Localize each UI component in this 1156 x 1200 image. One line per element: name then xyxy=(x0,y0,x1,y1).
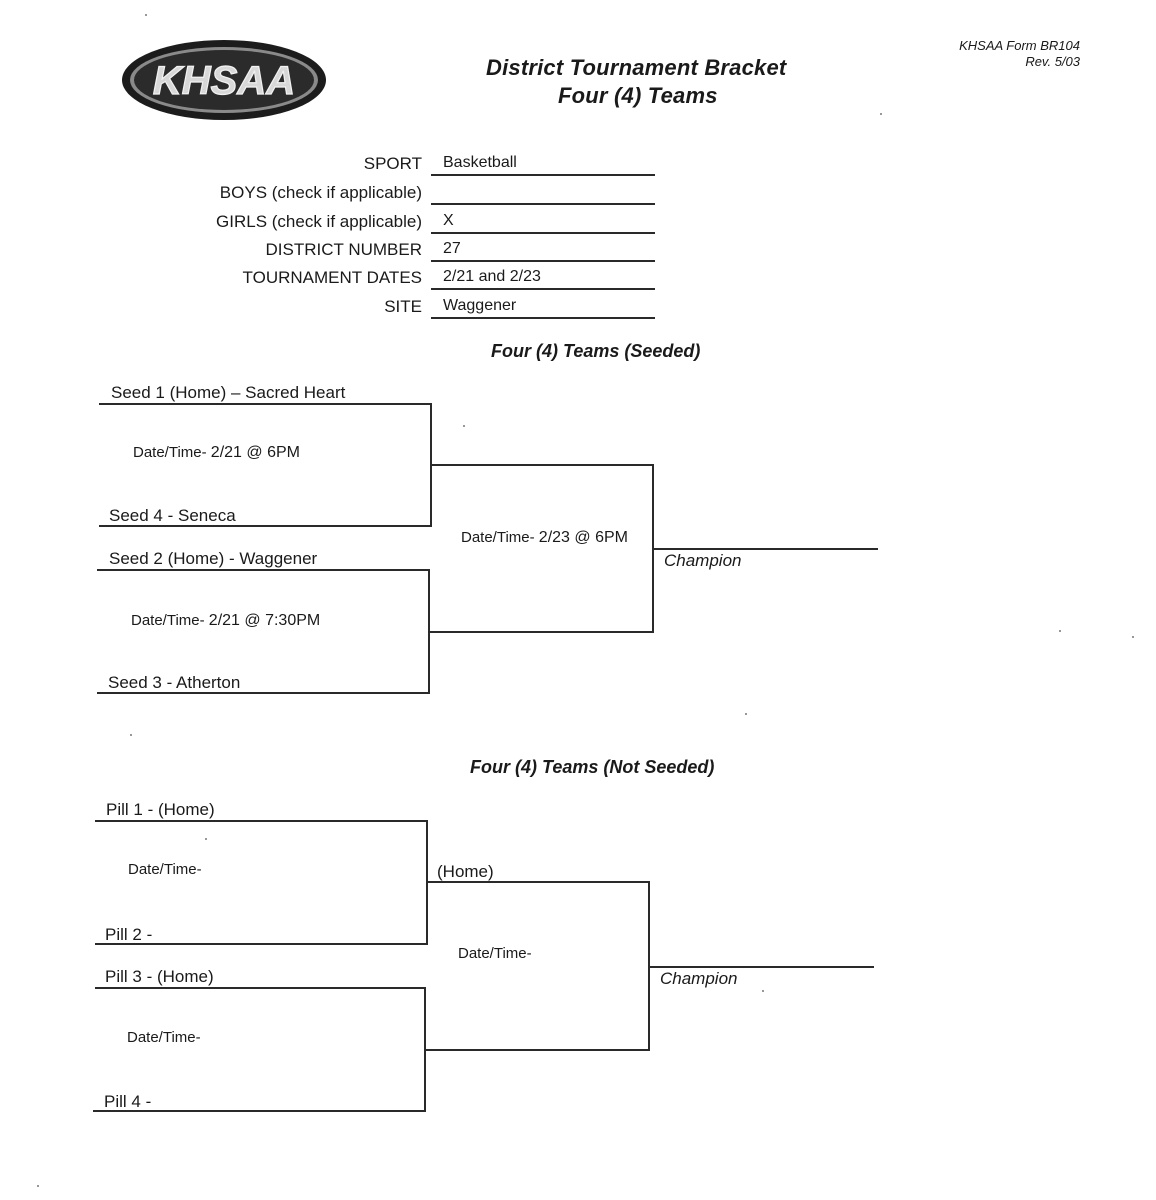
field-underline xyxy=(431,174,655,176)
datetime-label: Date/Time- xyxy=(133,444,207,461)
field-value-sport: Basketball xyxy=(443,154,517,171)
field-value-dates: 2/21 and 2/23 xyxy=(443,268,541,285)
bracket-line xyxy=(97,692,430,694)
not-seeded-champion-label: Champion xyxy=(660,969,738,988)
revision-text: Rev. 5/03 xyxy=(1025,54,1080,69)
field-label-site: SITE xyxy=(384,297,422,316)
field-label-district: DISTRICT NUMBER xyxy=(265,240,422,259)
datetime-label: Date/Time- xyxy=(131,612,205,629)
field-label-girls: GIRLS (check if applicable) xyxy=(216,212,422,231)
scan-speck xyxy=(1059,630,1061,632)
field-underline xyxy=(431,288,655,290)
bracket-line xyxy=(95,987,426,989)
page-title: District Tournament Bracket xyxy=(486,55,787,80)
seeded-team-4: Seed 4 - Seneca xyxy=(109,506,236,525)
form-number: KHSAA Form BR104 Rev. 5/03 xyxy=(880,38,1080,70)
scan-speck xyxy=(37,1185,39,1187)
field-value-district: 27 xyxy=(443,240,461,257)
pill-3-label: Pill 3 - (Home) xyxy=(105,967,214,986)
page-subtitle: Four (4) Teams xyxy=(558,83,718,108)
scan-speck xyxy=(880,113,882,115)
scan-speck xyxy=(130,734,132,736)
not-seeded-final-home: (Home) xyxy=(437,862,494,881)
field-value-site: Waggener xyxy=(443,297,517,314)
seeded-champion-label: Champion xyxy=(664,551,742,570)
bracket-line xyxy=(426,881,650,883)
seeded-team-2: Seed 2 (Home) - Waggener xyxy=(109,549,318,568)
bracket-line xyxy=(99,403,432,405)
field-label-sport: SPORT xyxy=(363,154,422,173)
seeded-heading: Four (4) Teams (Seeded) xyxy=(491,341,701,361)
bracket-line xyxy=(97,569,430,571)
field-underline xyxy=(431,203,655,205)
datetime-value: 2/21 @ 6PM xyxy=(210,444,300,461)
scan-speck xyxy=(205,838,207,840)
bracket-line xyxy=(99,525,432,527)
scan-speck xyxy=(463,425,465,427)
field-label-boys: BOYS (check if applicable) xyxy=(219,183,422,202)
pill-2-label: Pill 2 - xyxy=(105,925,153,944)
bracket-line xyxy=(429,631,654,633)
scan-speck xyxy=(745,713,747,715)
khsaa-logo: KHSAA xyxy=(120,38,332,124)
bracket-line xyxy=(424,987,426,1110)
seeded-team-3: Seed 3 - Atherton xyxy=(108,673,241,692)
bracket-line xyxy=(648,881,650,1050)
pill-1-label: Pill 1 - (Home) xyxy=(106,800,215,819)
seeded-team-1: Seed 1 (Home) – Sacred Heart xyxy=(111,383,346,402)
datetime-value: 2/23 @ 6PM xyxy=(538,529,628,546)
seeded-game2-datetime: Date/Time- 2/21 @ 7:30PM xyxy=(131,612,320,630)
datetime-label: Date/Time- xyxy=(461,529,535,546)
field-underline xyxy=(431,232,655,234)
seeded-final-datetime: Date/Time- 2/23 @ 6PM xyxy=(461,529,628,547)
not-seeded-heading: Four (4) Teams (Not Seeded) xyxy=(470,757,715,777)
not-seeded-final-datetime: Date/Time- xyxy=(458,945,532,962)
not-seeded-game1-datetime: Date/Time- xyxy=(128,861,202,878)
field-underline xyxy=(431,260,655,262)
champion-line xyxy=(652,548,878,550)
field-underline xyxy=(431,317,655,319)
bracket-line xyxy=(95,820,428,822)
scan-speck xyxy=(762,990,764,992)
bracket-line xyxy=(93,1110,426,1112)
champion-line xyxy=(648,966,874,968)
logo-text: KHSAA xyxy=(153,59,295,103)
field-label-dates: TOURNAMENT DATES xyxy=(242,268,422,287)
datetime-value: 2/21 @ 7:30PM xyxy=(208,612,321,629)
scan-speck xyxy=(145,14,147,16)
not-seeded-game2-datetime: Date/Time- xyxy=(127,1029,201,1046)
bracket-line xyxy=(95,943,428,945)
field-value-girls: X xyxy=(443,212,454,229)
pill-4-label: Pill 4 - xyxy=(104,1092,152,1111)
bracket-line xyxy=(424,1049,650,1051)
form-number-text: KHSAA Form BR104 xyxy=(959,38,1080,53)
bracket-line xyxy=(430,464,654,466)
scan-speck xyxy=(1132,636,1134,638)
seeded-game1-datetime: Date/Time- 2/21 @ 6PM xyxy=(133,444,300,462)
